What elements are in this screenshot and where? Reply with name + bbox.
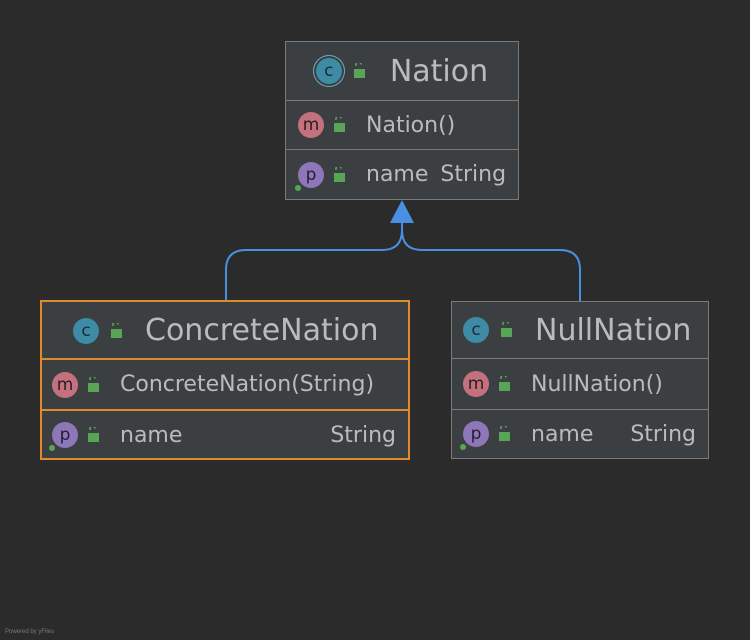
property-name: name [531, 421, 594, 447]
lock-icon [334, 166, 345, 182]
property-name: name [120, 422, 183, 448]
class-icon: c [463, 317, 489, 343]
property-icon: p [49, 422, 78, 451]
lock-icon [499, 376, 510, 391]
method-icon: m [298, 112, 324, 138]
lock-icon [88, 427, 99, 442]
method-label: Nation() [366, 112, 456, 138]
class-name: NullNation [535, 312, 692, 348]
edge-concrete-to-nation [225, 222, 403, 301]
lock-icon [501, 322, 512, 337]
lock-icon [111, 322, 122, 338]
property-type: String [630, 421, 696, 447]
property-icon: p [295, 161, 324, 191]
powered-by-footer: Powered by yFiles [5, 629, 55, 635]
method-icon: m [52, 371, 78, 398]
lock-icon [499, 426, 510, 441]
property-row[interactable]: p name String [452, 410, 708, 458]
property-row[interactable]: p name String [42, 411, 408, 459]
property-name: name [366, 162, 429, 187]
property-type: String [330, 422, 396, 448]
method-label: NullNation() [531, 371, 663, 397]
class-node-concrete-nation[interactable]: c ConcreteNation m ConcreteNation(String… [40, 300, 410, 460]
class-name: Nation [389, 53, 489, 89]
class-header: c NullNation [452, 302, 708, 358]
method-label: ConcreteNation(String) [120, 372, 375, 397]
class-icon: c [73, 317, 99, 344]
lock-icon [88, 376, 99, 392]
method-icon: m [463, 371, 489, 397]
property-icon: p [460, 421, 489, 450]
method-row[interactable]: m ConcreteNation(String) [42, 360, 408, 409]
property-row[interactable]: p name String [286, 150, 518, 199]
lock-icon [334, 117, 345, 132]
class-node-null-nation[interactable]: c NullNation m NullNation() p name Strin… [451, 301, 709, 459]
edge-null-to-nation [401, 222, 581, 301]
class-header: c ConcreteNation [42, 302, 408, 359]
class-icon: c [315, 58, 342, 84]
inheritance-arrowhead [390, 200, 414, 223]
lock-icon [353, 63, 365, 78]
class-name: ConcreteNation [145, 313, 379, 348]
class-header: c Nation [286, 42, 518, 100]
property-type: String [440, 162, 507, 187]
method-row[interactable]: m Nation() [286, 101, 518, 149]
class-node-nation[interactable]: c Nation m Nation() p name String [285, 41, 519, 200]
method-row[interactable]: m NullNation() [452, 359, 708, 409]
